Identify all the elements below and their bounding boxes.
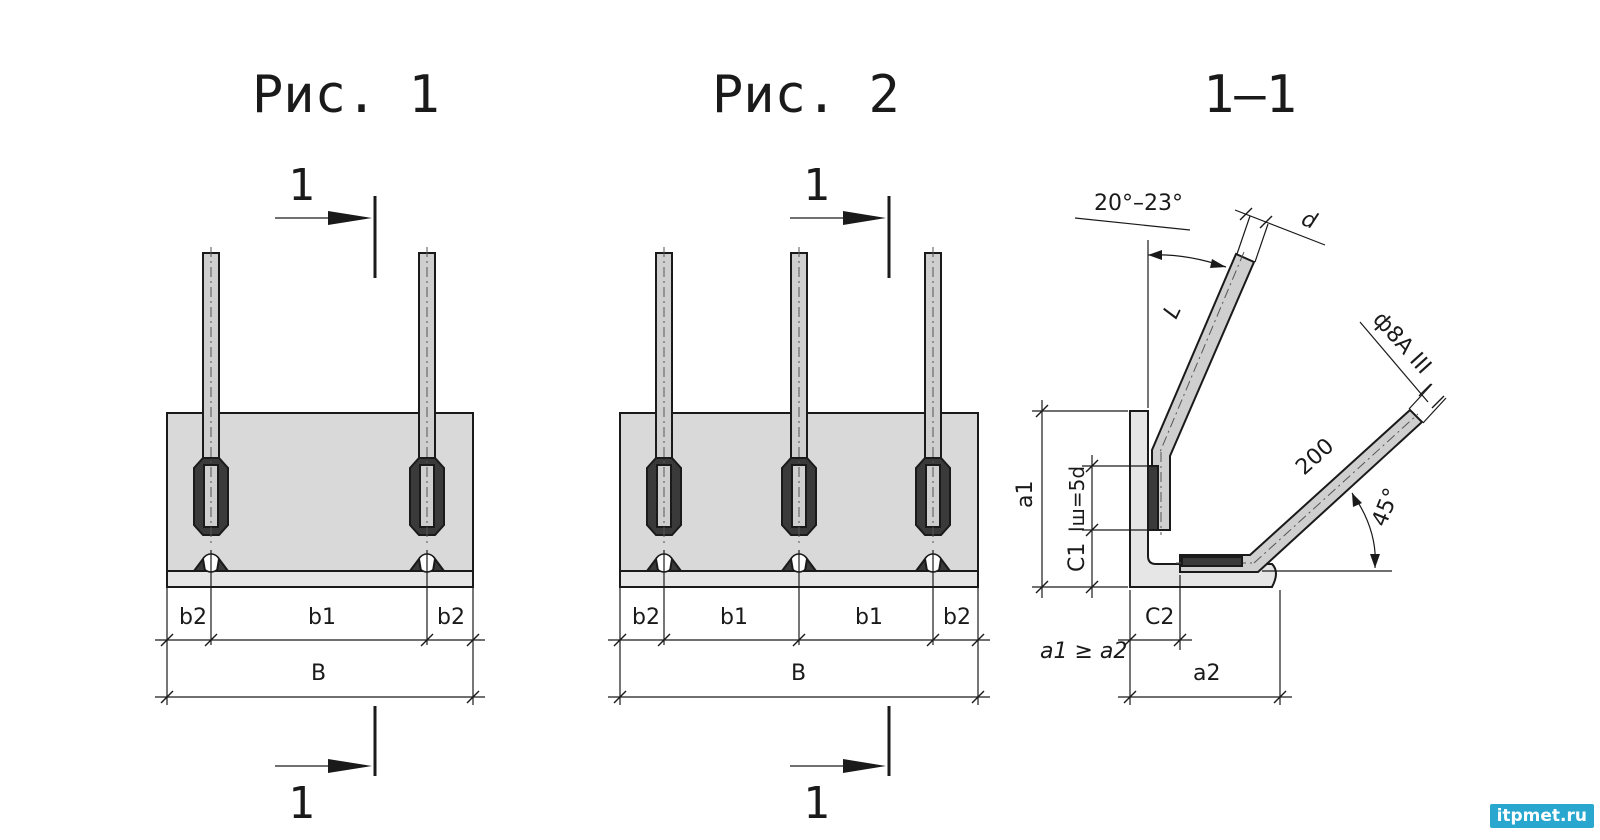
relation-label: a1 ≥ a2 (1040, 639, 1127, 664)
anchor-bar (193, 246, 229, 544)
angle-45-label: 45° (1367, 485, 1405, 531)
hole-symbol (645, 550, 683, 645)
bent-rebar (1179, 408, 1424, 573)
figure-2-title: Рис. 2 (712, 65, 900, 125)
section-number: 1 (288, 160, 315, 211)
anchor-bar (781, 246, 817, 544)
hole-symbol (408, 550, 446, 645)
dim-B: B (311, 661, 326, 686)
angle-label: 20°–23° (1094, 191, 1183, 216)
section-mark-top: 1 (275, 160, 377, 278)
section-number: 1 (288, 778, 315, 829)
angle-45-dimension (1262, 492, 1392, 572)
dim-b2-right: b2 (943, 605, 971, 630)
section-mark-bottom: 1 (790, 706, 891, 829)
d-label: d (1298, 206, 1321, 235)
dim-b2-right: b2 (437, 605, 465, 630)
section-mark-bottom: 1 (275, 706, 377, 829)
anchor-bar (646, 246, 682, 544)
c2-label: C2 (1145, 605, 1174, 630)
section-mark-top: 1 (790, 160, 891, 278)
dim-B: B (791, 661, 806, 686)
hole-symbol (780, 550, 818, 645)
section-1-1: 1–1 20°–23° d L (1013, 65, 1447, 705)
figure-1: Рис. 1 1 1 (155, 65, 485, 829)
bar-diameter-dimension (1234, 207, 1326, 263)
a1-label: a1 (1013, 481, 1038, 508)
dim-b1: b1 (308, 605, 336, 630)
c1-label: C1 (1065, 543, 1090, 572)
section-title: 1–1 (1203, 65, 1297, 125)
anchor-bar (915, 246, 951, 544)
bottom-dimensions (1118, 575, 1292, 705)
section-number: 1 (803, 778, 830, 829)
rebar-length-label: 200 (1291, 434, 1339, 481)
dim-b2-left: b2 (632, 605, 660, 630)
figure-1-title: Рис. 1 (252, 65, 440, 125)
dim-b1-left: b1 (720, 605, 748, 630)
weld-seam (1147, 465, 1159, 531)
rebar-dimension (1359, 321, 1447, 424)
lw-label: lш=5d (1065, 466, 1089, 532)
weld-seam (1181, 556, 1243, 567)
dim-b1-right: b1 (855, 605, 883, 630)
dim-b2-left: b2 (179, 605, 207, 630)
hole-symbol (192, 550, 230, 645)
dimension-lines (155, 587, 485, 705)
watermark-badge[interactable]: itpmet.ru (1489, 804, 1594, 828)
hole-symbol (914, 550, 952, 645)
plate-flange (166, 570, 474, 588)
angle-dimension (1074, 217, 1227, 408)
inclined-anchor-bar (1151, 252, 1256, 531)
a2-label: a2 (1193, 661, 1220, 686)
left-dimensions (1032, 400, 1148, 598)
anchor-bar (409, 246, 445, 544)
dimension-lines (608, 587, 990, 705)
section-number: 1 (803, 160, 830, 211)
figure-2: Рис. 2 1 1 (608, 65, 990, 829)
L-label: L (1159, 301, 1187, 323)
